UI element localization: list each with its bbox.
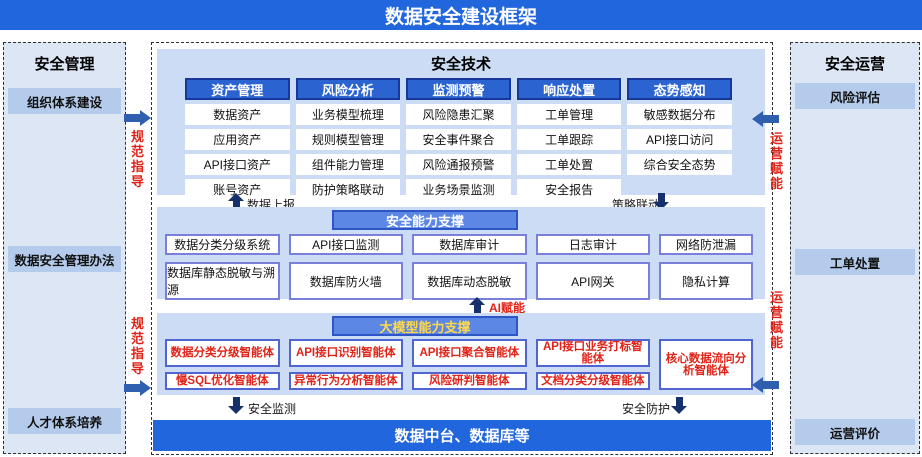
capability-item: 数据库审计 — [412, 234, 527, 255]
security-monitor-label: 安全监测 — [248, 402, 297, 416]
column-header: 态势感知 — [627, 78, 732, 100]
security-protect-label: 安全防护 — [622, 402, 671, 416]
side-item-policy: 数据安全管理办法 — [8, 246, 121, 272]
capability-item: 数据库静态脱敏与溯源 — [165, 262, 280, 300]
tech-column-asset: 资产管理 数据资产 应用资产 API接口资产 账号资产 — [185, 78, 290, 200]
tech-item: 账号资产 — [185, 179, 290, 200]
llm-agent-item: 风险研判智能体 — [412, 372, 527, 390]
right-arrow-icon — [124, 380, 151, 396]
operation-enable-label: 运营赋能 — [769, 290, 783, 350]
tech-item: 工单跟踪 — [516, 129, 622, 150]
operation-enable-label: 运营赋能 — [769, 131, 783, 191]
tech-item: 安全报告 — [516, 179, 622, 200]
capability-item: API网关 — [535, 262, 651, 300]
guidance-label: 规范指导 — [130, 316, 144, 376]
side-item-ticket-handle: 工单处置 — [795, 249, 915, 275]
security-technology-panel: 安全技术 资产管理 数据资产 应用资产 API接口资产 账号资产 风险分析 业务… — [157, 49, 765, 200]
tech-item: 规则模型管理 — [295, 129, 401, 150]
llm-grid: 数据分类分级智能体 API接口识别智能体 API接口聚合智能体 API接口业务打… — [165, 339, 753, 390]
up-arrow-icon — [469, 297, 485, 314]
tech-item: 敏感数据分布 — [627, 104, 732, 125]
tech-item: 风险隐患汇聚 — [406, 104, 511, 125]
llm-agent-item: API接口识别智能体 — [288, 339, 404, 367]
tech-item: 安全事件聚合 — [406, 129, 511, 150]
left-arrow-icon — [752, 377, 779, 393]
tech-column-response: 响应处置 工单管理 工单跟踪 工单处置 安全报告 — [516, 78, 622, 200]
capability-grid: 数据分类分级系统 API接口监测 数据库审计 日志审计 网络防泄漏 数据库静态脱… — [165, 234, 753, 300]
tech-item: 风险通报预警 — [406, 154, 511, 175]
capability-support-title: 安全能力支撑 — [332, 210, 518, 230]
security-technology-title: 安全技术 — [430, 56, 491, 73]
llm-agent-item: 慢SQL优化智能体 — [165, 372, 280, 390]
security-management-panel: 安全管理 组织体系建设 数据安全管理办法 人才体系培养 — [3, 42, 126, 454]
tech-item: 综合安全态势 — [627, 154, 732, 175]
security-management-title: 安全管理 — [34, 56, 95, 73]
tech-item: 工单管理 — [516, 104, 622, 125]
data-platform-bar: 数据中台、数据库等 — [153, 420, 771, 451]
llm-agent-item: 异常行为分析智能体 — [288, 372, 404, 390]
tech-item: 工单处置 — [516, 154, 622, 175]
tech-item: 组件能力管理 — [295, 154, 401, 175]
tech-item: API接口资产 — [185, 154, 290, 175]
llm-agent-item: 数据分类分级智能体 — [165, 339, 280, 367]
tech-column-monitor: 监测预警 风险隐患汇聚 安全事件聚合 风险通报预警 业务场景监测 — [406, 78, 511, 200]
right-arrow-icon — [124, 110, 151, 126]
side-item-operation-eval: 运营评价 — [795, 419, 915, 445]
page-title: 数据安全建设框架 — [0, 0, 922, 30]
side-item-risk-assess: 风险评估 — [795, 83, 915, 109]
security-technology-grid: 资产管理 数据资产 应用资产 API接口资产 账号资产 风险分析 业务模型梳理 … — [185, 78, 732, 200]
capability-item: 隐私计算 — [659, 262, 753, 300]
down-arrow-icon — [228, 397, 244, 414]
capability-item: 数据库动态脱敏 — [412, 262, 527, 300]
capability-item: 数据分类分级系统 — [165, 234, 280, 255]
side-item-talent: 人才体系培养 — [8, 408, 121, 434]
down-arrow-icon — [671, 397, 687, 414]
tech-item: 业务模型梳理 — [295, 104, 401, 125]
llm-agent-item-core-dataflow: 核心数据流向分析智能体 — [659, 339, 753, 390]
capability-item: API接口监测 — [288, 234, 404, 255]
llm-capability-title: 大模型能力支撑 — [332, 316, 518, 336]
left-arrow-icon — [752, 111, 779, 127]
up-arrow-icon — [228, 193, 244, 210]
guidance-label: 规范指导 — [130, 129, 144, 189]
tech-item: API接口访问 — [627, 129, 732, 150]
down-arrow-icon — [653, 193, 669, 210]
tech-column-situation: 态势感知 敏感数据分布 API接口访问 综合安全态势 — [627, 78, 732, 200]
llm-agent-item: 文档分类分级智能体 — [535, 372, 651, 390]
tech-column-risk: 风险分析 业务模型梳理 规则模型管理 组件能力管理 防护策略联动 — [295, 78, 401, 200]
tech-item: 防护策略联动 — [295, 179, 401, 200]
column-header: 风险分析 — [295, 78, 401, 100]
tech-item: 业务场景监测 — [406, 179, 511, 200]
security-operation-panel: 安全运营 风险评估 工单处置 运营评价 — [790, 42, 920, 454]
llm-agent-item: API接口聚合智能体 — [412, 339, 527, 367]
column-header: 响应处置 — [516, 78, 622, 100]
capability-item: 日志审计 — [535, 234, 651, 255]
capability-item: 网络防泄漏 — [659, 234, 753, 255]
tech-item: 数据资产 — [185, 104, 290, 125]
side-item-organization: 组织体系建设 — [8, 88, 121, 114]
column-header: 监测预警 — [406, 78, 511, 100]
column-header: 资产管理 — [185, 78, 290, 100]
ai-enable-label: AI赋能 — [489, 301, 526, 315]
tech-item: 应用资产 — [185, 129, 290, 150]
capability-item: 数据库防火墙 — [288, 262, 404, 300]
security-operation-title: 安全运营 — [824, 56, 885, 73]
llm-capability-panel: 大模型能力支撑 数据分类分级智能体 API接口识别智能体 API接口聚合智能体 … — [157, 313, 765, 395]
capability-support-panel: 安全能力支撑 数据分类分级系统 API接口监测 数据库审计 日志审计 网络防泄漏… — [157, 207, 765, 300]
llm-agent-item: API接口业务打标智能体 — [535, 339, 651, 367]
